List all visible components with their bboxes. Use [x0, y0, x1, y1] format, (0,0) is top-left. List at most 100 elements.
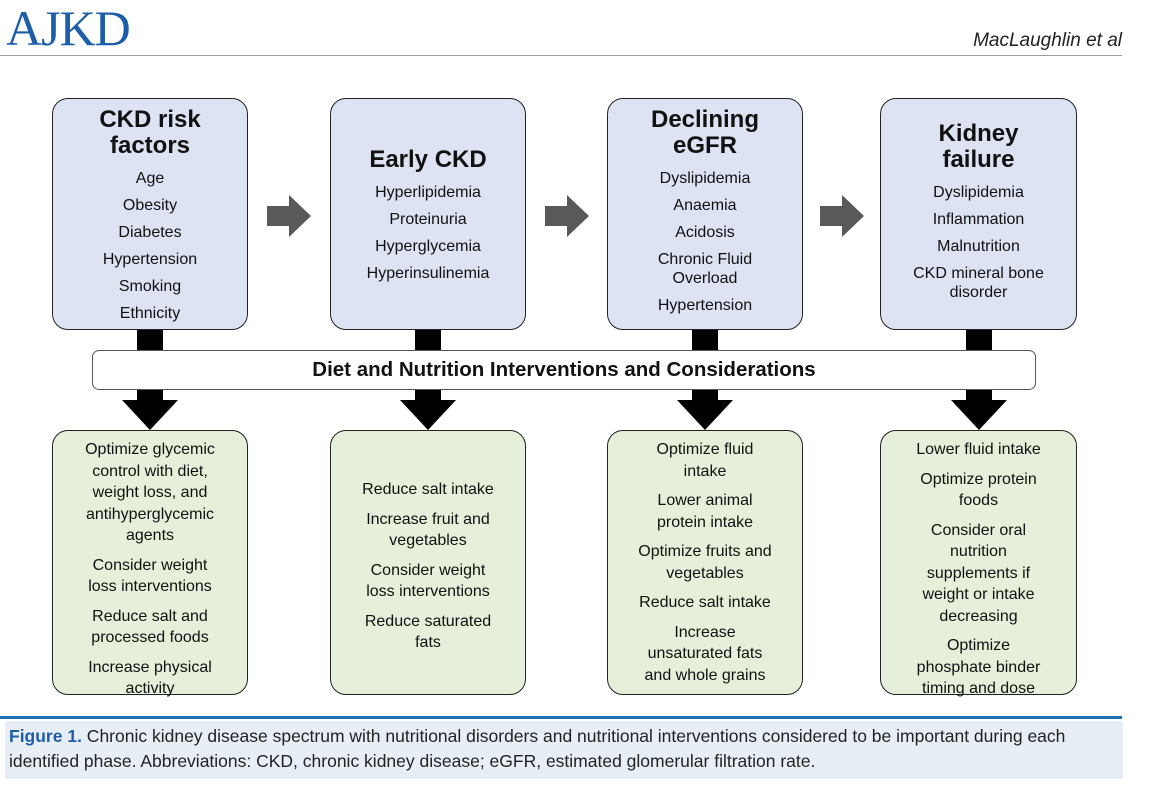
caption-text: Chronic kidney disease spectrum with nut… [9, 726, 1066, 771]
down-arrow-icon [400, 400, 456, 430]
risk-factor-item: Proteinuria [389, 211, 467, 228]
figure-caption: Figure 1. Chronic kidney disease spectru… [5, 721, 1123, 779]
stage-title-line: Declining [650, 106, 759, 133]
intervention-item: Reduce salt intake [362, 479, 494, 501]
intervention-line: supplements if [926, 564, 1031, 582]
intervention-item: Optimize phosphate binder timing and dose [917, 635, 1041, 700]
caption-rule [0, 716, 1122, 719]
intervention-item: Increase fruit and vegetables [366, 509, 490, 552]
risk-factor-item: Smoking [118, 278, 182, 295]
intervention-line: weight or intake [922, 586, 1035, 603]
intervention-line: and whole grains [644, 666, 766, 684]
risk-factor-item: CKD mineral bone disorder [913, 265, 1044, 301]
risk-factor-item: Obesity [122, 197, 178, 214]
intervention-line: phosphate binder [916, 658, 1041, 676]
intervention-line: timing and dose [922, 680, 1035, 697]
risk-factor-item: Anaemia [673, 197, 737, 214]
intervention-item: Reduce salt intake [639, 592, 771, 614]
intervention-line: vegetables [666, 564, 744, 582]
intervention-line: Reduce salt intake [362, 481, 494, 498]
intervention-line: Optimize fluid [656, 441, 754, 458]
intervention-line: unsaturated fats [647, 645, 763, 662]
down-arrow-icon [122, 400, 178, 430]
intervention-line: Reduce salt intake [639, 594, 771, 611]
intervention-line: Increase physical [88, 658, 212, 676]
right-arrow-icon [544, 195, 589, 237]
connector-stem [965, 329, 992, 351]
risk-factor-item: Dyslipidemia [659, 170, 751, 187]
risk-factor-item: Hypertension [102, 251, 198, 268]
risk-factor-item: Inflammation [932, 211, 1025, 228]
risk-factor-item: Diabetes [118, 224, 182, 241]
intervention-item: Lower fluid intake [916, 439, 1041, 461]
stage-title-line: factors [109, 132, 191, 159]
risk-factor-item: Ethnicity [119, 305, 181, 322]
intervention-line: foods [958, 492, 999, 509]
stage-title-line: Kidney [938, 120, 1019, 147]
intervention-line: Consider oral [930, 521, 1027, 539]
intervention-line: Consider weight [370, 561, 486, 579]
intervention-line: Consider weight [92, 556, 208, 574]
risk-factor-item: Acidosis [675, 224, 735, 241]
right-arrow-icon [267, 195, 311, 237]
intervention-line: vegetables [389, 532, 467, 549]
risk-factor-item: Chronic Fluid Overload [657, 251, 753, 287]
right-arrow-icon [819, 195, 864, 237]
risk-factor-item: Age [135, 170, 165, 187]
intervention-item: Optimize fluid intake [657, 439, 754, 482]
risk-factor-item: Hyperglycemia [375, 238, 481, 255]
intervention-item: Consider oral nutrition supplements if weig… [922, 520, 1034, 628]
intervention-line: Increase fruit and [366, 510, 490, 528]
stage-title-line: CKD risk [99, 106, 201, 133]
stage-title-line: failure [942, 146, 1015, 173]
connector-stem [415, 329, 441, 351]
intervention-item: Increase unsaturated fats and whole grains [645, 622, 766, 687]
intervention-line: Lower animal [657, 492, 753, 509]
intervention-line: antihyperglycemic [85, 505, 215, 523]
figure-label: Figure 1. [9, 726, 82, 746]
intervention-line: fats [415, 634, 441, 651]
down-arrow-icon [677, 400, 733, 430]
intervention-line: Reduce salt and [92, 607, 208, 625]
intervention-line: Optimize fruits and [638, 543, 772, 560]
intervention-line: Lower fluid intake [916, 441, 1041, 458]
journal-logo: AJKD [6, 0, 131, 56]
risk-factor-item: Hyperlipidemia [375, 184, 481, 201]
intervention-line: processed foods [91, 629, 209, 646]
stage-title-line: eGFR [672, 132, 737, 159]
header-rule [0, 55, 1122, 56]
down-arrow-shaft [965, 389, 992, 401]
down-arrow-shaft [415, 389, 441, 401]
intervention-line: activity [125, 680, 175, 697]
intervention-line: Optimize [946, 637, 1011, 654]
intervention-line: nutrition [950, 543, 1007, 560]
risk-factor-item: Hyperinsulinemia [366, 265, 490, 282]
intervention-item: Optimize protein foods [920, 469, 1037, 512]
intervention-item: Consider weight loss interventions [88, 555, 212, 598]
interventions-band-label: Diet and Nutrition Interventions and Con… [312, 358, 816, 381]
stage-title-line: Early CKD [369, 146, 487, 173]
intervention-line: Increase [674, 623, 736, 641]
intervention-item: Optimize fruits and vegetables [638, 541, 771, 584]
intervention-line: loss interventions [88, 578, 212, 595]
intervention-line: decreasing [939, 607, 1018, 625]
intervention-line: Optimize protein [920, 470, 1037, 488]
connector-stem [692, 329, 718, 351]
intervention-line: weight loss, and [92, 484, 208, 501]
intervention-line: intake [683, 462, 727, 480]
intervention-item: Reduce salt and processed foods [91, 606, 208, 649]
